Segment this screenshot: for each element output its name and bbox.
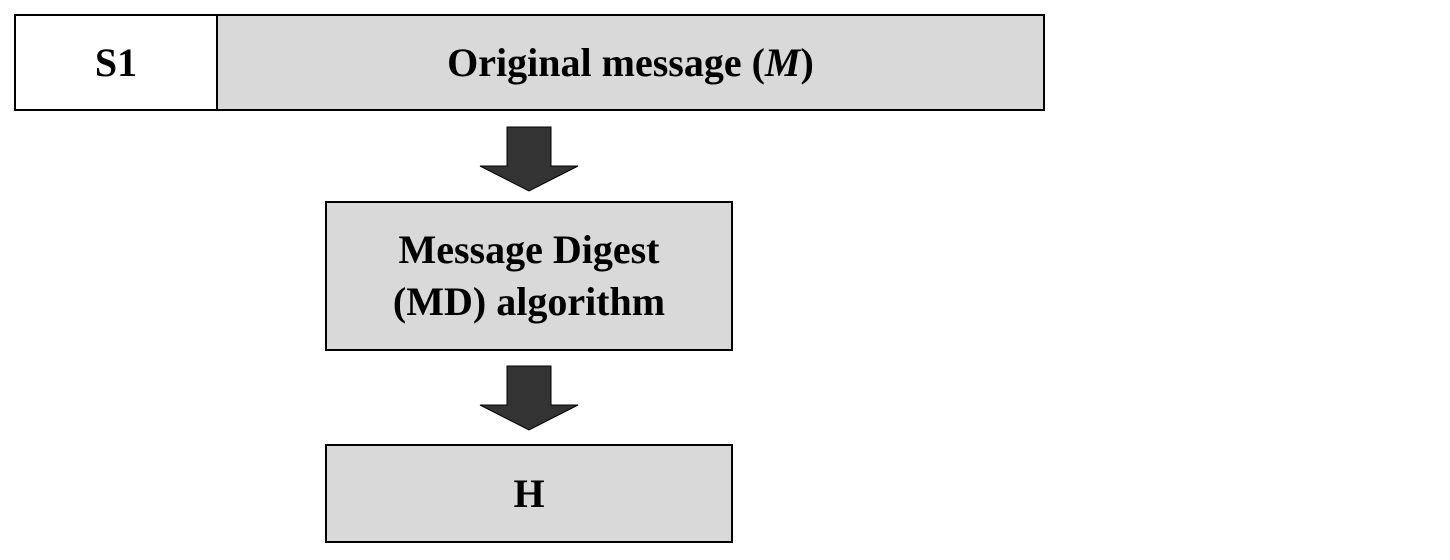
down-arrow-icon xyxy=(479,365,579,431)
step-label: S1 xyxy=(16,16,218,109)
algorithm-line-1: Message Digest xyxy=(398,227,660,272)
hash-output-label: H xyxy=(513,471,545,516)
message-label-suffix: ) xyxy=(800,40,814,85)
algorithm-line-2: (MD) algorithm xyxy=(392,279,666,324)
message-label-prefix: Original message ( xyxy=(447,40,765,85)
md-algorithm-box: Message Digest (MD) algorithm xyxy=(325,201,733,351)
down-arrow-icon xyxy=(479,126,579,192)
original-message-label: Original message (M) xyxy=(447,39,814,86)
step-label-text: S1 xyxy=(94,40,138,85)
message-row: S1 Original message (M) xyxy=(14,14,1045,111)
hash-output-box: H xyxy=(325,444,733,543)
original-message-box: Original message (M) xyxy=(218,16,1043,109)
message-variable: M xyxy=(764,40,801,85)
